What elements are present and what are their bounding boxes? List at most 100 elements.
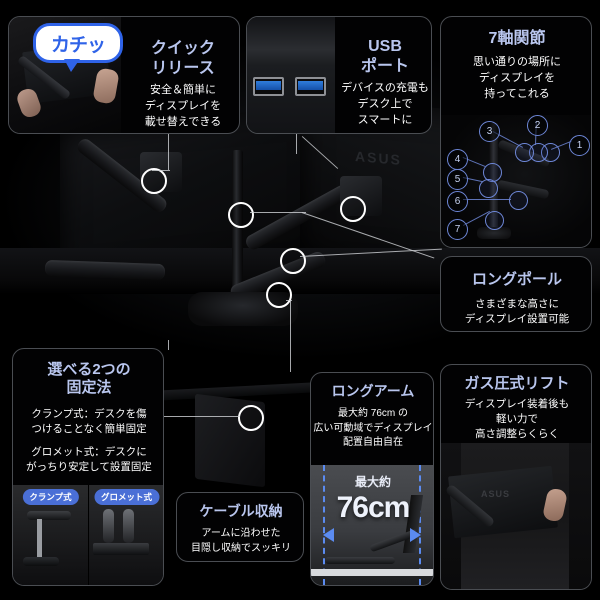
joint-dot-6 bbox=[509, 191, 528, 210]
fixing-body-grommet-line1: グロメット式：デスクに bbox=[31, 446, 147, 458]
usb-port-icon-2 bbox=[295, 77, 326, 96]
usb-title-line2: ポート bbox=[360, 57, 409, 75]
fixing-body-clamp-line2: つけることなく簡単固定 bbox=[31, 423, 147, 436]
gas-lift-title: ガス圧式リフト bbox=[464, 375, 570, 392]
callout-marker-usb bbox=[340, 196, 366, 222]
quick-release-body-line1: 安全＆簡単に bbox=[150, 84, 216, 96]
card-long-arm: ロングアーム 最大約 76cm の 広い可動域でディスプレイ 配置自由自在 最大… bbox=[310, 372, 434, 586]
card-quick-release: カチッ クイック リリース 安全＆簡単に ディスプレイを 載せ替えできる bbox=[8, 16, 240, 134]
callout-marker-axis bbox=[280, 248, 306, 274]
joint-number-6: 6 bbox=[447, 191, 468, 212]
callout-line-pole bbox=[250, 212, 306, 213]
long-arm-segment-lower bbox=[325, 557, 395, 564]
joint-dot-7 bbox=[485, 211, 504, 230]
axis-diagram: 1 2 3 4 5 6 7 bbox=[441, 115, 591, 247]
fixing-body-clamp: クランプ式：デスクを傷 つけることなく簡単固定 bbox=[17, 407, 161, 437]
cable-body-line2: 目隠し収納でスッキリ bbox=[191, 542, 291, 554]
fixing-body-clamp-line1: クランプ式：デスクを傷 bbox=[31, 408, 147, 420]
fixing-photos: クランプ式 グロメット式 bbox=[13, 485, 163, 585]
usb-body-line1: デバイスの充電も bbox=[341, 82, 429, 94]
gas-lift-body-line1: ディスプレイ装着後も bbox=[464, 398, 570, 410]
usb-title-line1: USB bbox=[368, 38, 402, 55]
card-gas-lift: ガス圧式リフト ディスプレイ装着後も 軽い力で 高さ調整らくらく ASUS bbox=[440, 364, 592, 590]
callout-line-fix-v bbox=[168, 340, 169, 350]
joint-number-4: 4 bbox=[447, 149, 468, 170]
callout-line-long-arm bbox=[290, 300, 291, 372]
fixing-body-grommet-line2: がっちり安定して設置固定 bbox=[26, 461, 152, 474]
usb-title: USB ポート bbox=[339, 37, 431, 76]
joint-number-5: 5 bbox=[447, 169, 468, 190]
axis-body: 思い通りの場所に ディスプレイを 持ってこれる bbox=[441, 55, 591, 103]
callout-line-usb-v bbox=[296, 134, 297, 154]
speech-bubble-text: カチッ bbox=[50, 34, 106, 56]
quick-release-title: クイック リリース bbox=[127, 39, 239, 78]
axis-title: 7軸関節 bbox=[488, 30, 546, 47]
card-usb-port: USB ポート デバイスの充電も デスク上で スマートに bbox=[246, 16, 432, 134]
gas-lift-photo: ASUS bbox=[441, 443, 591, 589]
quick-release-title-line2: リリース bbox=[151, 59, 215, 77]
long-arm-caption-big: 76cm bbox=[336, 491, 411, 524]
long-pole-body: さまざまな高さに ディスプレイ設置可能 bbox=[441, 297, 591, 327]
fixing-title-line1: 選べる2つの bbox=[47, 361, 131, 378]
cable-body: アームに沿わせた 目隠し収納でスッキリ bbox=[177, 527, 303, 556]
fixing-body-grommet: グロメット式：デスクに がっちり安定して設置固定 bbox=[17, 445, 161, 475]
long-arm-desk bbox=[311, 569, 433, 576]
gas-lift-body: ディスプレイ装着後も 軽い力で 高さ調整らくらく bbox=[441, 397, 591, 443]
joint-number-2: 2 bbox=[527, 115, 548, 136]
callout-line-long-arm-h bbox=[286, 300, 292, 301]
joint-number-1: 1 bbox=[569, 135, 590, 156]
usb-photo bbox=[247, 17, 335, 133]
long-pole-title: ロングポール bbox=[471, 271, 562, 288]
center-pole bbox=[232, 150, 243, 325]
clamp-bottom-plate bbox=[23, 557, 59, 566]
measure-line-right bbox=[419, 465, 421, 585]
card-fixing-methods: 選べる2つの 固定法 クランプ式：デスクを傷 つけることなく簡単固定 グロメット… bbox=[12, 348, 164, 586]
badge-grommet: グロメット式 bbox=[93, 489, 160, 505]
callout-marker-quick-release bbox=[141, 168, 167, 194]
axis-body-line1: 思い通りの場所に bbox=[473, 56, 561, 68]
long-arm-body-line1: 最大約 76cm の bbox=[337, 408, 408, 419]
long-arm-body: 最大約 76cm の 広い可動域でディスプレイ 配置自由自在 bbox=[313, 407, 433, 451]
usb-port-icon-1 bbox=[253, 77, 284, 96]
measure-arrows bbox=[323, 523, 421, 542]
long-arm-body-line3: 配置自由自在 bbox=[343, 437, 403, 448]
quick-release-body: 安全＆簡単に ディスプレイを 載せ替えできる bbox=[127, 83, 239, 131]
card-long-pole: ロングポール さまざまな高さに ディスプレイ設置可能 bbox=[440, 256, 592, 332]
usb-body-line2: デスク上で bbox=[357, 97, 413, 110]
callout-line-quick-release-h bbox=[152, 170, 170, 171]
joint-number-3: 3 bbox=[479, 121, 500, 142]
long-pole-body-line2: ディスプレイ設置可能 bbox=[464, 313, 570, 326]
long-pole-body-line1: さまざまな高さに bbox=[475, 298, 559, 310]
grommet-plate bbox=[93, 543, 149, 555]
quick-release-title-line1: クイック bbox=[150, 40, 215, 57]
joint-line-6 bbox=[463, 199, 511, 200]
clamp-top-plate bbox=[27, 511, 71, 520]
long-arm-caption-small: 最大約 bbox=[354, 475, 391, 489]
axis-body-line3: 持ってこれる bbox=[484, 87, 550, 100]
callout-marker-pole bbox=[228, 202, 254, 228]
quick-release-photo: カチッ bbox=[9, 17, 123, 133]
measure-line-left bbox=[323, 465, 325, 585]
long-arm-body-line2: 広い可動域でディスプレイ bbox=[313, 422, 433, 434]
callout-marker-cable bbox=[238, 405, 264, 431]
gas-lift-body-line2: 軽い力で bbox=[496, 413, 538, 426]
joint-dot-3 bbox=[515, 143, 534, 162]
axis-base bbox=[477, 227, 511, 239]
joint-dot-5 bbox=[479, 179, 498, 198]
usb-body-line3: スマートに bbox=[357, 113, 413, 126]
quick-release-body-line3: 載せ替えできる bbox=[144, 115, 222, 128]
callout-line-quick-release bbox=[168, 134, 169, 170]
cable-body-line1: アームに沿わせた bbox=[201, 528, 281, 539]
badge-clamp: クランプ式 bbox=[22, 489, 79, 505]
fixing-title-line2: 固定法 bbox=[66, 379, 112, 397]
gas-lift-brand-mark: ASUS bbox=[481, 489, 511, 499]
long-arm-title: ロングアーム bbox=[331, 383, 415, 399]
grommet-post-2 bbox=[123, 509, 134, 543]
card-cable-storage: ケーブル収納 アームに沿わせた 目隠し収納でスッキリ bbox=[176, 492, 304, 562]
hand-right bbox=[92, 67, 120, 105]
long-arm-photo: 最大約 76cm bbox=[311, 465, 433, 585]
fixing-title: 選べる2つの 固定法 bbox=[13, 361, 163, 398]
quick-release-body-line2: ディスプレイを bbox=[144, 99, 222, 112]
usb-body: デバイスの充電も デスク上で スマートに bbox=[339, 81, 431, 129]
